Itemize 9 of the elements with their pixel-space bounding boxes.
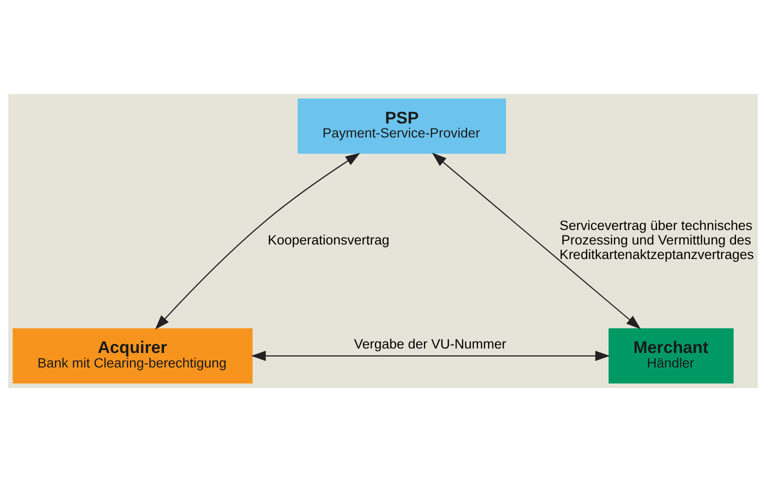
edge-label: Vergabe der VU-Nummer: [354, 336, 506, 352]
node-box: Merchant Händler: [608, 328, 734, 383]
edge-label: Kooperationsvertrag: [268, 232, 390, 247]
arrow: [432, 152, 641, 329]
node-box: PSP Payment-Service-Provider: [298, 98, 506, 154]
node-box: Acquirer Bank mit Clearing-berechtigung: [12, 328, 253, 383]
edge-label: Servicevertrag über technisches Prozessing und Vermittlung des Kreditkartenaktzeptanzvertrages: [560, 217, 754, 262]
arrow: [155, 152, 360, 330]
arrow: [251, 350, 610, 361]
